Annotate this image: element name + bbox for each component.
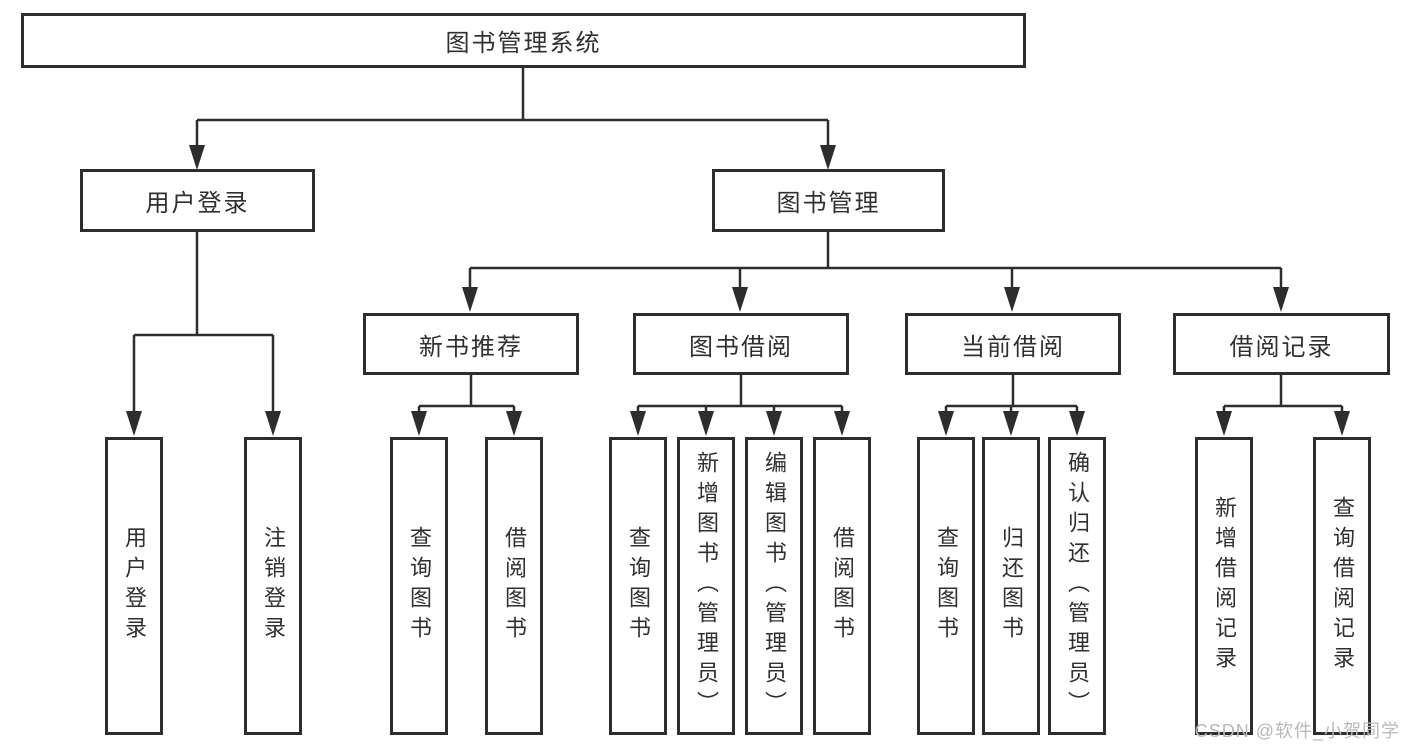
leaf-user-login: 用户登录 [105, 437, 163, 735]
node-label: 当前借阅 [961, 333, 1065, 361]
node-label: 新增图书（管理员） [694, 451, 719, 721]
leaf-query-books: 查询图书 [609, 437, 667, 735]
leaf-add-borrow-record: 新增借阅记录 [1195, 437, 1253, 735]
node-label: 新书推荐 [419, 333, 523, 361]
node-label: 查询图书 [407, 526, 432, 646]
arrowhead-icon [1004, 287, 1020, 312]
arrowheads [126, 145, 1350, 436]
node-current-borrowing: 当前借阅 [905, 313, 1121, 375]
node-book-management: 图书管理 [712, 169, 945, 232]
node-label: 图书管理系统 [445, 30, 602, 57]
arrowhead-icon [1273, 287, 1289, 312]
node-label: 借阅图书 [830, 526, 855, 646]
arrowhead-icon [189, 145, 205, 170]
node-label: 归还图书 [999, 526, 1024, 646]
arrowhead-icon [834, 411, 850, 436]
node-label: 用户登录 [122, 526, 147, 646]
node-user-login: 用户登录 [80, 169, 315, 232]
node-label: 借阅图书 [502, 526, 527, 646]
arrowhead-icon [1069, 411, 1085, 436]
arrowhead-icon [462, 287, 478, 312]
node-label: 确认归还（管理员） [1065, 451, 1090, 721]
arrowhead-icon [506, 411, 522, 436]
node-label: 注销登录 [261, 526, 286, 646]
leaf-return-books: 归还图书 [982, 437, 1040, 735]
node-new-book-recommend: 新书推荐 [363, 313, 579, 375]
arrowhead-icon [411, 411, 427, 436]
node-label: 图书管理 [776, 190, 881, 217]
arrowhead-icon [732, 287, 748, 312]
node-borrowing-records: 借阅记录 [1173, 313, 1390, 375]
node-label: 用户登录 [145, 190, 250, 217]
node-label: 查询图书 [934, 526, 959, 646]
arrowhead-icon [698, 411, 714, 436]
leaf-edit-books-admin: 编辑图书（管理员） [745, 437, 803, 735]
csdn-watermark: CSDN @软件_小贺同学 [1194, 721, 1400, 741]
node-label: 图书借阅 [689, 333, 793, 361]
node-label: 查询借阅记录 [1330, 496, 1355, 676]
leaf-add-books-admin: 新增图书（管理员） [677, 437, 735, 735]
arrowhead-icon [630, 411, 646, 436]
arrowhead-icon [126, 411, 142, 436]
connector-line-paths [132, 68, 1344, 414]
leaf-query-books: 查询图书 [390, 437, 448, 735]
node-library-management-system: 图书管理系统 [21, 13, 1026, 68]
leaf-query-borrow-record: 查询借阅记录 [1313, 437, 1371, 735]
arrowhead-icon [265, 411, 281, 436]
arrowhead-icon [1334, 411, 1350, 436]
arrowhead-icon [820, 145, 836, 170]
node-label: 新增借阅记录 [1212, 496, 1237, 676]
leaf-borrow-books: 借阅图书 [813, 437, 871, 735]
node-label: 编辑图书（管理员） [762, 451, 787, 721]
node-label: 借阅记录 [1229, 333, 1334, 361]
leaf-logout: 注销登录 [244, 437, 302, 735]
node-label: 查询图书 [626, 526, 651, 646]
arrowhead-icon [1003, 411, 1019, 436]
leaf-query-books: 查询图书 [917, 437, 975, 735]
arrowhead-icon [938, 411, 954, 436]
arrowhead-icon [1216, 411, 1232, 436]
arrowhead-icon [766, 411, 782, 436]
leaf-borrow-books: 借阅图书 [485, 437, 543, 735]
node-book-borrowing: 图书借阅 [633, 313, 849, 375]
leaf-confirm-return-admin: 确认归还（管理员） [1048, 437, 1106, 735]
